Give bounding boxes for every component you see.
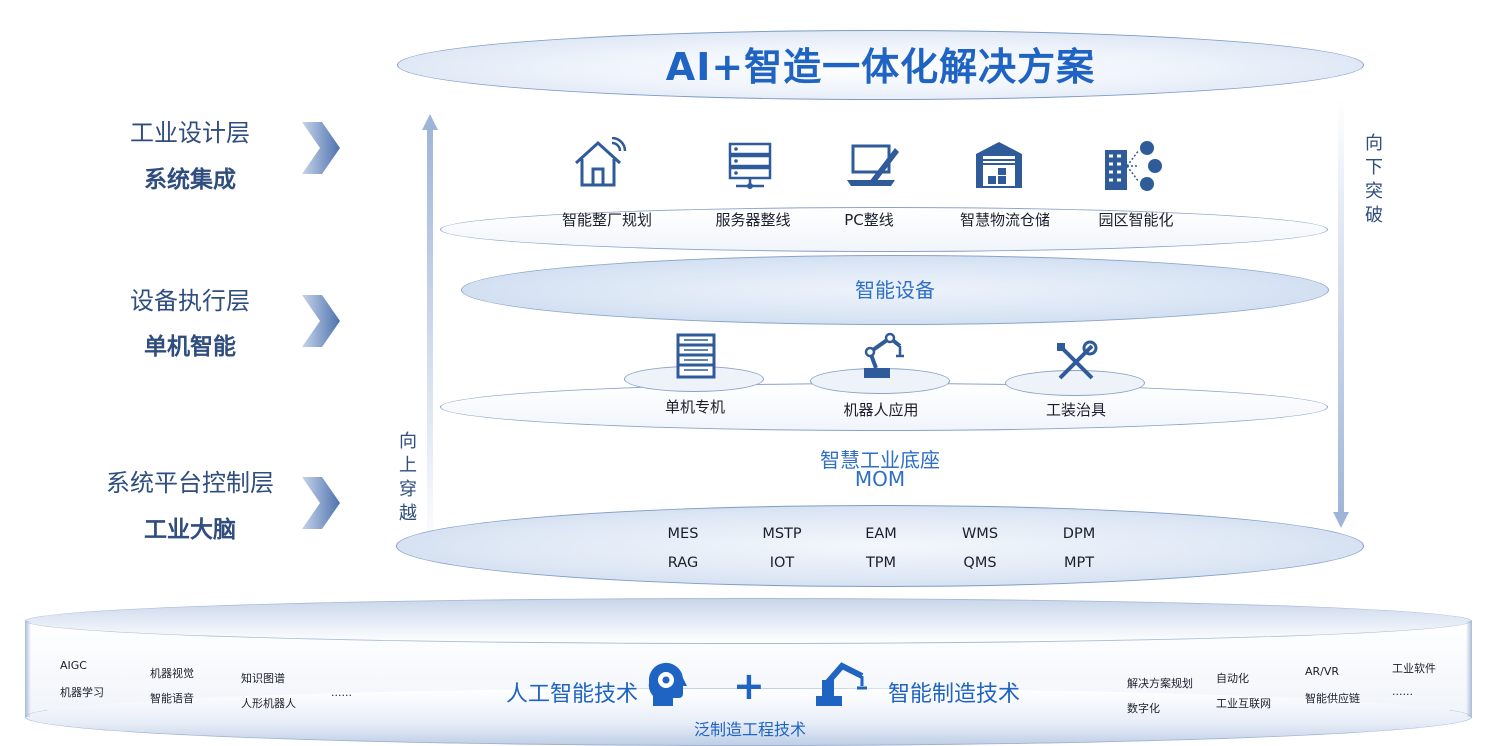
- design-item-label: PC整线: [844, 211, 894, 229]
- platform-module: MPT: [1063, 555, 1095, 571]
- ai-tag: 机器视觉: [150, 667, 194, 680]
- platform-module: QMS: [963, 555, 997, 571]
- server-rack-icon: [728, 142, 772, 189]
- platform-module: RAG: [667, 555, 699, 571]
- mfg-tag: 解决方案规划: [1127, 677, 1193, 690]
- design-item-label: 智能整厂规划: [561, 211, 652, 229]
- down-arrow-icon: [1333, 98, 1349, 528]
- device-header: 智能设备: [855, 278, 935, 302]
- base-cylinder-bottom: [25, 688, 1472, 746]
- mfg-tag: 工业互联网: [1216, 697, 1271, 710]
- tools-icon: [1057, 340, 1098, 380]
- ai-tech-label: 人工智能技术: [506, 682, 639, 707]
- chevron-right-icon: [302, 122, 340, 174]
- mfg-tag: 智能供应链: [1305, 692, 1360, 705]
- layer-sub-platform: 工业大脑: [144, 517, 236, 543]
- design-item-label: 服务器整线: [715, 211, 791, 229]
- platform-module: DPM: [1062, 526, 1096, 542]
- base-bottom-label: 泛制造工程技术: [693, 720, 806, 739]
- machine-cabinet-icon: [676, 333, 716, 379]
- platform-module: WMS: [961, 526, 999, 542]
- layer-sub-device: 单机智能: [144, 334, 236, 360]
- base-cylinder-top: [25, 598, 1472, 644]
- base-cylinder-side: [25, 621, 31, 717]
- device-item-label: 单机专机: [664, 398, 725, 416]
- platform-module: IOT: [769, 555, 795, 571]
- mfg-tag: 数字化: [1127, 702, 1160, 715]
- platform-module: EAM: [865, 526, 897, 542]
- building-users-icon: [1105, 141, 1162, 191]
- chevron-right-icon: [302, 295, 340, 347]
- layer-label-design: 工业设计层: [130, 119, 250, 147]
- ai-tag: 人形机器人: [241, 697, 296, 710]
- layer-label-platform: 系统平台控制层: [106, 469, 274, 497]
- ai-tag: 机器学习: [60, 686, 104, 699]
- ai-tag: 智能语音: [150, 692, 194, 705]
- laptop-pen-icon: [847, 144, 899, 186]
- device-item-label: 工装治具: [1045, 401, 1106, 419]
- title-ellipse: [397, 30, 1364, 100]
- design-item-label: 园区智能化: [1098, 211, 1174, 229]
- ai-tag: 知识图谱: [241, 672, 285, 685]
- ai-tag: ......: [331, 686, 352, 699]
- platform-ellipse: [396, 505, 1364, 587]
- platform-module: MSTP: [762, 526, 802, 542]
- device-header-ellipse: [461, 255, 1329, 325]
- up-label: 向上穿越: [399, 431, 417, 524]
- platform-subtitle: MOM: [854, 467, 906, 491]
- ai-head-icon: [648, 662, 687, 706]
- chevron-right-icon: [302, 477, 340, 529]
- mfg-tag: 自动化: [1216, 672, 1249, 685]
- mfg-tag: 工业软件: [1392, 662, 1436, 675]
- industrial-robot-icon: [816, 662, 867, 706]
- base-cylinder-side: [1466, 621, 1472, 717]
- platform-title: 智慧工业底座: [820, 448, 940, 472]
- down-label: 向下突破: [1365, 133, 1383, 226]
- design-layer-ring: [440, 207, 1328, 252]
- device-pedestal: [1005, 370, 1145, 396]
- smart-home-icon: [574, 137, 627, 187]
- plus-sign: +: [733, 664, 765, 708]
- mfg-tag: ......: [1392, 685, 1413, 698]
- platform-module: MES: [667, 526, 699, 542]
- page-title: AI+智造一体化解决方案: [665, 45, 1096, 89]
- warehouse-icon: [976, 142, 1022, 188]
- layer-sub-design: 系统集成: [144, 167, 236, 193]
- mfg-tech-label: 智能制造技术: [888, 682, 1021, 707]
- ai-tag: AIGC: [60, 659, 87, 672]
- platform-module: TPM: [865, 555, 897, 571]
- device-item-label: 机器人应用: [843, 401, 919, 419]
- mfg-tag: AR/VR: [1305, 665, 1340, 678]
- robot-arm-icon: [864, 332, 904, 378]
- layer-label-device: 设备执行层: [130, 287, 250, 315]
- up-arrow-icon: [422, 114, 438, 552]
- design-item-label: 智慧物流仓储: [959, 211, 1050, 229]
